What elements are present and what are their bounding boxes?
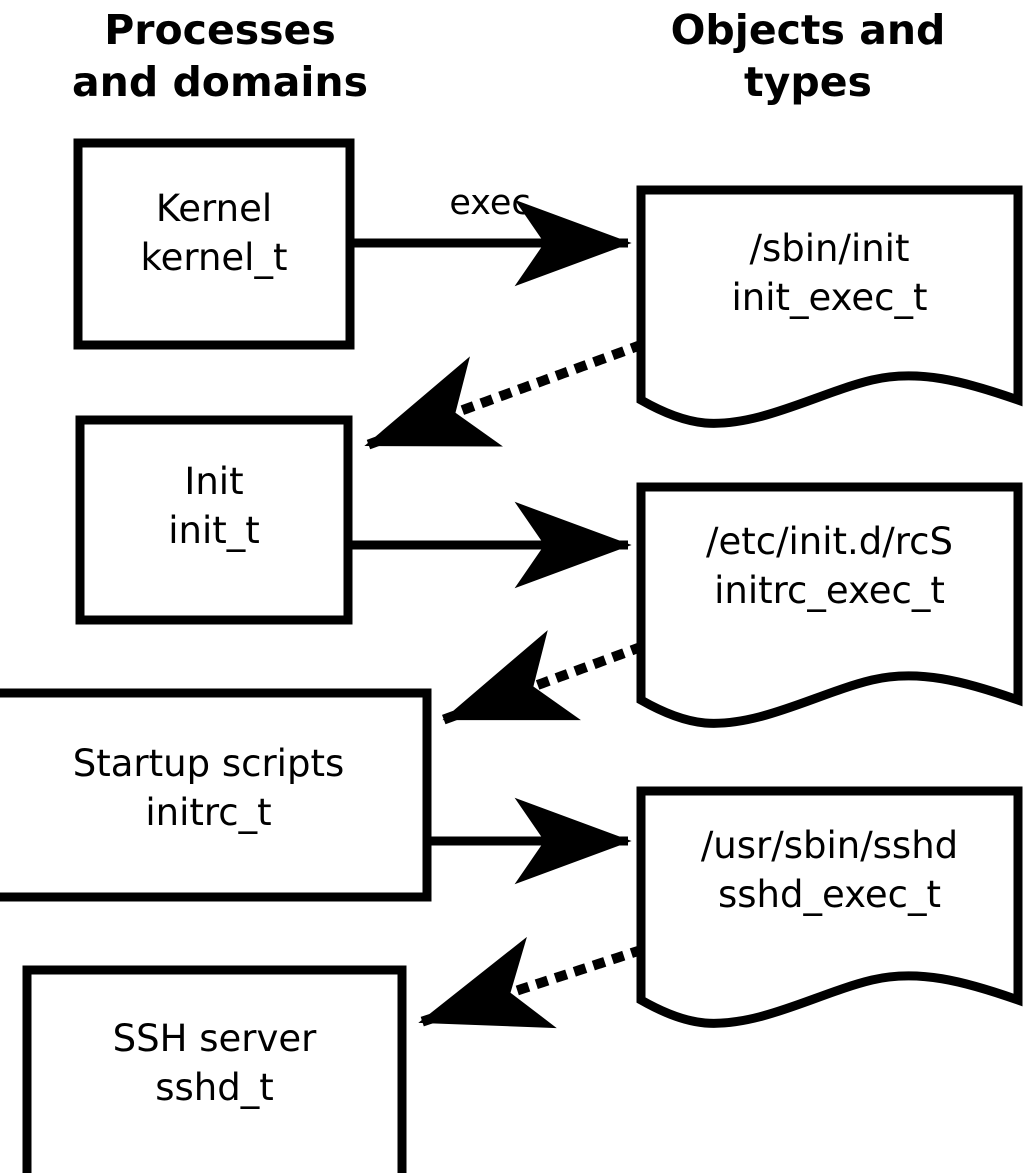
object-doc-initrc-exec[interactable] [636, 482, 1023, 728]
column-header-objects: Objects and types [670, 6, 946, 107]
process-box-sshd[interactable] [22, 965, 407, 1173]
process-box-initrc[interactable] [0, 688, 432, 902]
object-doc-sshd-exec[interactable] [636, 786, 1023, 1028]
edge-label-exec: exec [449, 183, 531, 223]
process-box-kernel[interactable] [73, 138, 355, 350]
object-doc-init-exec[interactable] [636, 185, 1023, 428]
edge-initrc-exec-transition-initrc [441, 630, 645, 725]
column-header-processes: Processes and domains [71, 6, 369, 107]
edge-init-exec-transition-init [363, 339, 645, 451]
edge-sshd-exec-transition-sshd [417, 936, 645, 1029]
process-box-init[interactable] [75, 415, 353, 625]
